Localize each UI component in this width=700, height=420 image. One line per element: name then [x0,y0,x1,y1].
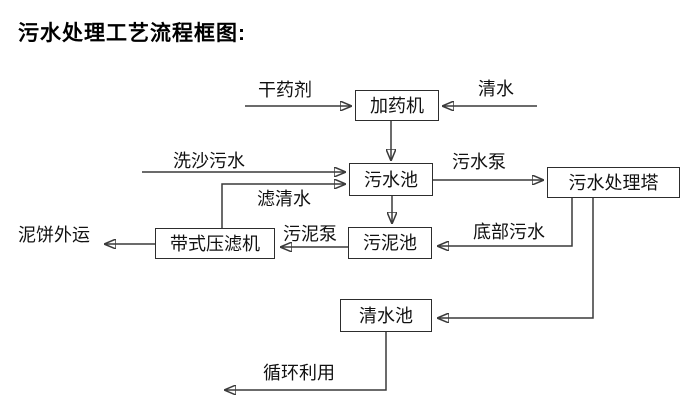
node-sewage-treatment-tower: 污水处理塔 [547,167,680,198]
edge-bottom-sewage-arrow [439,198,573,246]
label-clean-water: 清水 [478,79,514,99]
node-dosing-machine: 加药机 [355,90,439,121]
edge-filtered-water-arrow [221,184,344,228]
label-bottom-sewage: 底部污水 [473,222,545,242]
node-belt-filter-press: 带式压滤机 [155,228,275,259]
label-sand-washing-sewage: 洗沙污水 [173,151,245,171]
node-sewage-pool: 污水池 [349,163,433,196]
node-clean-water-pool: 清水池 [340,299,432,332]
edge-tower-to-clean-pool-arrow [439,198,594,318]
page-title: 污水处理工艺流程框图: [18,22,246,45]
label-filtered-water: 滤清水 [257,189,311,209]
label-recycle: 循环利用 [263,363,335,383]
node-sludge-pool: 污泥池 [348,227,432,259]
label-sludge-pump: 污泥泵 [283,224,337,244]
label-dry-agent: 干药剂 [258,80,312,100]
edge-recycle-arrow [226,332,387,390]
label-sewage-pump: 污水泵 [452,152,506,172]
label-mud-cake-out: 泥饼外运 [18,225,90,245]
